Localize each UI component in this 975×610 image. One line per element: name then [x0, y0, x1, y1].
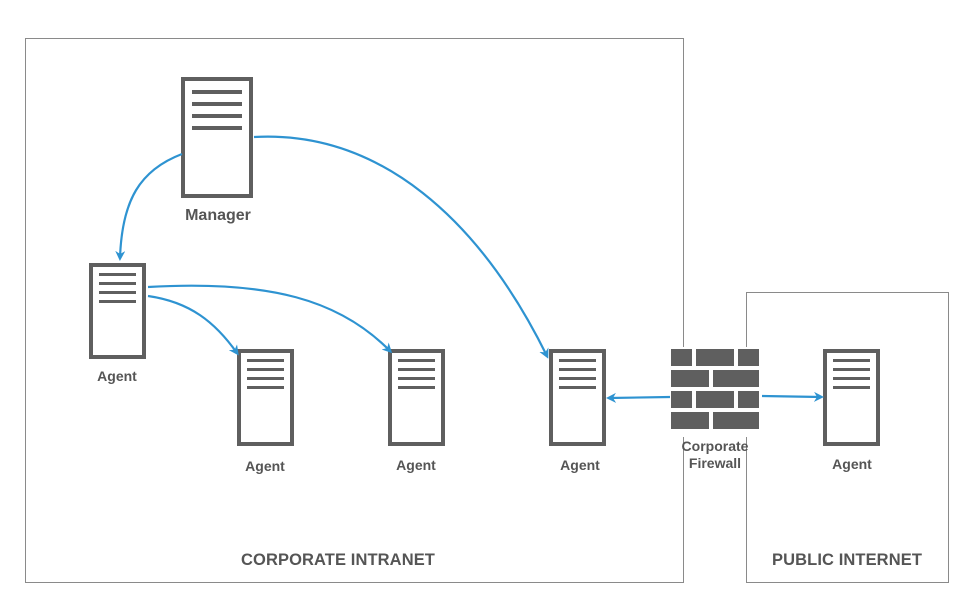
agent-left-server-icon	[89, 263, 146, 359]
agent-left-label: Agent	[97, 368, 137, 384]
manager-label: Manager	[185, 207, 251, 224]
agent-mid2-server-icon	[388, 349, 445, 446]
arrow-manager-to-agent-edge	[253, 135, 549, 359]
firewall-label: Corporate Firewall	[682, 438, 749, 472]
arrow-manager-to-agent-left	[115, 152, 183, 261]
agent-public-label: Agent	[832, 456, 872, 472]
firewall-label-line2: Firewall	[688, 455, 742, 471]
firewall-brick-wall-icon	[668, 347, 762, 437]
arrow-firewall-to-agent-edge	[606, 392, 671, 403]
agent-mid2-label: Agent	[396, 457, 436, 473]
agent-edge-server-icon	[549, 349, 606, 446]
agent-mid1-server-icon	[237, 349, 294, 446]
corporate-intranet-label: CORPORATE INTRANET	[241, 551, 435, 569]
agent-public-server-icon	[823, 349, 880, 446]
manager-server-icon	[181, 77, 253, 198]
arrow-agent-left-to-mid1	[147, 294, 239, 356]
arrow-firewall-to-agent-public	[761, 391, 824, 402]
arrow-agent-left-to-mid2	[147, 284, 393, 354]
agent-mid1-label: Agent	[245, 458, 285, 474]
public-internet-label: PUBLIC INTERNET	[772, 551, 922, 569]
firewall-label-line1: Corporate	[681, 438, 749, 454]
agent-edge-label: Agent	[560, 457, 600, 473]
